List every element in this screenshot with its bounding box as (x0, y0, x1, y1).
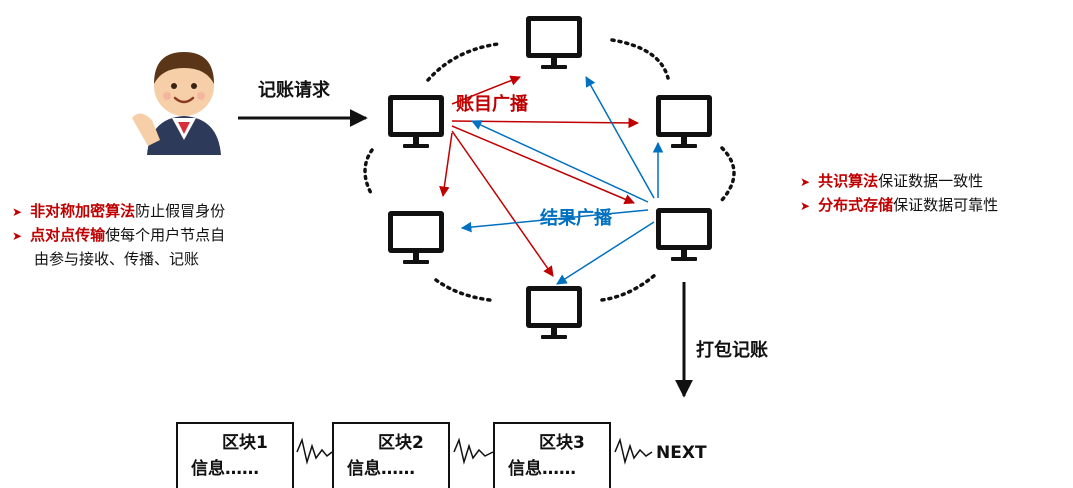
bullet-arrow-icon: ➤ (12, 205, 23, 219)
block-3-info: 信息…… (508, 458, 576, 479)
red-arrow-to-lower-right (451, 125, 635, 205)
result-broadcast-arrows (460, 76, 664, 285)
account-broadcast-label: 账目广播 (456, 93, 529, 115)
block-2 (332, 422, 450, 488)
user-figure (132, 52, 221, 155)
right-bullet-list: ➤ 共识算法保证数据一致性 ➤ 分布式存储保证数据可靠性 (800, 170, 998, 218)
bullet-highlight: 点对点传输 (30, 226, 106, 244)
node-upper-right (656, 95, 712, 148)
block-1 (176, 422, 294, 488)
left-bullet-2: ➤ 点对点传输使每个用户节点自 (12, 224, 225, 248)
account-broadcast-arrows (439, 75, 640, 277)
red-arrow-to-top (451, 75, 521, 105)
blue-arrow-to-lower-left (460, 209, 649, 233)
bullet-arrow-icon: ➤ (800, 175, 811, 189)
red-arrow-to-bottom (451, 130, 554, 277)
bullet-text: 保证数据一致性 (878, 172, 984, 190)
chain-link-2 (453, 437, 494, 465)
network-ring (363, 38, 736, 302)
block-chain: 区块1 信息…… 区块2 信息…… 区块3 信息…… NEXT (176, 422, 707, 488)
bullet-arrow-icon: ➤ (12, 229, 23, 243)
blue-arrow-to-bottom (556, 221, 655, 285)
node-upper-left (388, 95, 444, 148)
block-3 (493, 422, 611, 488)
node-top (526, 16, 582, 69)
result-broadcast-label: 结果广播 (540, 207, 613, 229)
block-2-info: 信息…… (347, 458, 415, 479)
package-label: 打包记账 (696, 339, 768, 361)
blue-arrow-to-upper-left (471, 120, 649, 203)
blue-arrow-to-top (585, 76, 655, 199)
bullet-highlight: 非对称加密算法 (30, 202, 136, 220)
bullet-text: 使每个用户节点自 (105, 226, 226, 244)
block-1-info: 信息…… (191, 458, 259, 479)
block-3-title: 区块3 (539, 433, 585, 453)
block-2-title: 区块2 (378, 433, 424, 453)
block-1-title: 区块1 (222, 433, 268, 453)
chain-link-1 (296, 437, 333, 465)
next-label: NEXT (656, 443, 707, 463)
left-bullet-2-continuation: 由参与接收、传播、记账 (34, 250, 200, 268)
chain-link-3 (614, 437, 653, 465)
bullet-highlight: 共识算法 (818, 172, 879, 190)
bullet-text: 保证数据可靠性 (893, 196, 999, 214)
red-arrow-to-lower-left (439, 132, 453, 198)
right-bullet-2: ➤ 分布式存储保证数据可靠性 (800, 194, 998, 218)
bullet-text: 防止假冒身份 (135, 202, 226, 220)
node-bottom (526, 286, 582, 339)
bullet-highlight: 分布式存储 (818, 196, 894, 214)
request-label: 记账请求 (258, 79, 331, 101)
red-arrow-to-upper-right (451, 117, 640, 129)
right-bullet-1: ➤ 共识算法保证数据一致性 (800, 170, 998, 194)
bullet-arrow-icon: ➤ (800, 199, 811, 213)
left-bullet-list: ➤ 非对称加密算法防止假冒身份 ➤ 点对点传输使每个用户节点自 由参与接收、传播、记… (12, 200, 225, 271)
node-lower-right (656, 208, 712, 261)
left-bullet-1: ➤ 非对称加密算法防止假冒身份 (12, 200, 225, 224)
node-lower-left (388, 211, 444, 264)
